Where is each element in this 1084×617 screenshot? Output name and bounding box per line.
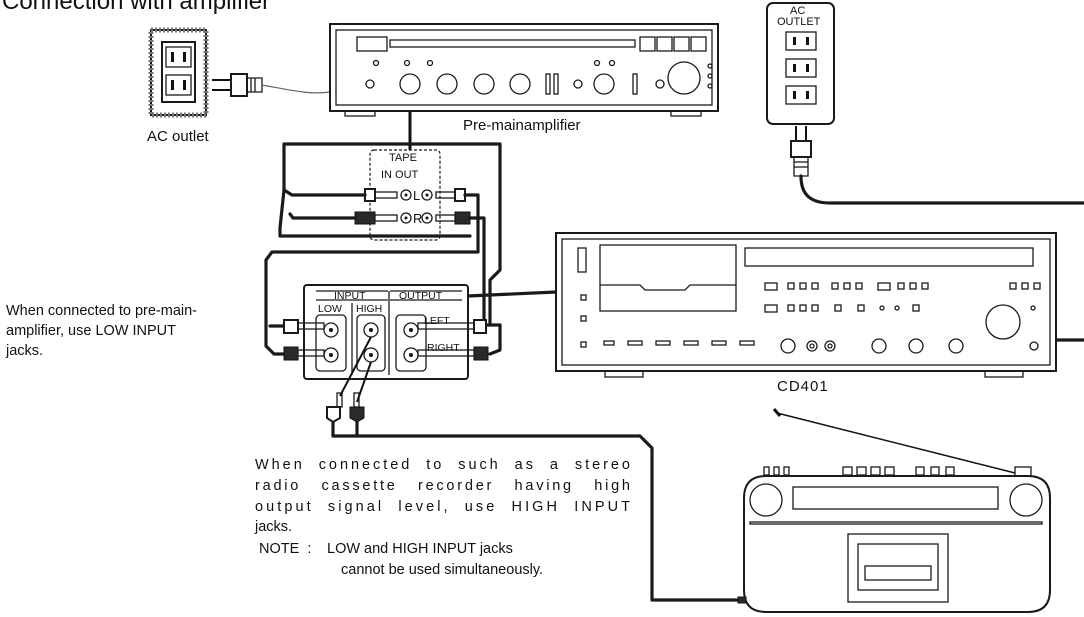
tape-l-label: L (413, 188, 420, 203)
left-note-line-2: amplifier, use LOW INPUT (6, 323, 176, 339)
low-label: LOW (318, 303, 342, 315)
note-line-2: cannot be used simultaneously. (341, 562, 543, 578)
pre-main-amplifier (329, 23, 719, 117)
cd401-label: CD401 (777, 378, 829, 395)
ac-outlet-box-label-1: AC (790, 5, 805, 17)
cd-panel-plugs (283, 319, 489, 424)
right-label: RIGHT (427, 342, 460, 354)
high-note-line-3: output signal level, use HIGH INPUT (255, 499, 630, 515)
high-input-note: When connected to such as a stereo radio… (254, 457, 630, 535)
ac-outlet-box-label-2: OUTLET (777, 16, 821, 28)
cd-jack-panel (303, 284, 469, 380)
high-note-line-4: jacks. (254, 519, 292, 535)
output-label: OUTPUT (399, 290, 443, 302)
ac-outlet-box (766, 2, 835, 125)
diagram-title: Connection with amplifier (2, 0, 270, 15)
input-label: INPUT (334, 290, 366, 302)
left-note-line-1: When connected to pre-main- (6, 303, 197, 319)
left-label: LEFT (424, 315, 450, 327)
tape-label: TAPE (389, 152, 417, 164)
ac-plug-right (790, 126, 1084, 205)
audio-cables (264, 142, 1084, 602)
high-label: HIGH (356, 303, 382, 315)
wall-ac-outlet (148, 27, 209, 118)
tape-r-label: R (413, 211, 422, 226)
tape-in-out-label: IN OUT (381, 169, 419, 181)
radio-cassette-recorder (737, 408, 1051, 613)
tape-plugs (354, 188, 471, 225)
high-note-line-1: When connected to such as a stereo (255, 457, 630, 473)
warning-note: NOTE : LOW and HIGH INPUT jacks cannot b… (259, 541, 543, 578)
note-line-1: LOW and HIGH INPUT jacks (327, 541, 513, 557)
pre-main-amplifier-label: Pre-mainamplifier (463, 117, 581, 134)
ac-outlet-label: AC outlet (147, 128, 210, 145)
ac-plug-left (212, 73, 331, 97)
left-note-line-3: jacks. (5, 343, 43, 359)
high-note-line-2: radio cassette recorder having high (255, 478, 630, 494)
cd401-player (555, 232, 1057, 378)
left-note: When connected to pre-main- amplifier, u… (5, 303, 197, 359)
note-prefix: NOTE : (259, 541, 311, 557)
